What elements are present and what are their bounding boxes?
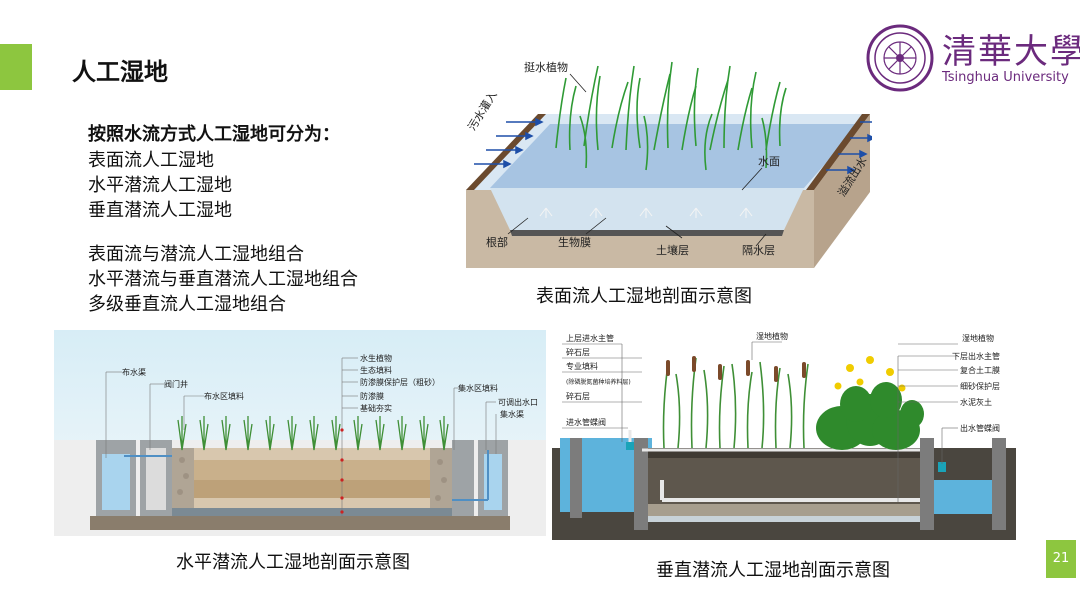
label-inflow: 污水灌入 xyxy=(466,89,500,133)
list-item: 表面流与潜流人工湿地组合 xyxy=(88,244,304,265)
label-wetland-plants-center: 湿地植物 xyxy=(756,331,788,341)
label-special-fill: 专业填料 xyxy=(566,361,598,371)
label-root: 根部 xyxy=(486,235,508,249)
list-item: 多级垂直流人工湿地组合 xyxy=(88,294,286,315)
label-composite-geomembrane: 复合土工膜 xyxy=(960,365,1000,375)
label-adjustable-outlet: 可调出水口 xyxy=(498,397,538,407)
label-valve-well: 阀门井 xyxy=(164,379,188,389)
label-fine-sand-layer: 细砂保护层 xyxy=(960,381,1000,391)
label-compacted-base: 基础夯实 xyxy=(360,403,392,413)
vertical-subsurface-diagram: 上层进水主管 碎石层 专业填料 (除磷脱氮菌种培养料层) 碎石层 进水管蝶阀 湿… xyxy=(552,330,1016,540)
label-liner: 隔水层 xyxy=(742,244,775,257)
label-gravel-layer-bottom: 碎石层 xyxy=(566,391,590,401)
title-accent-bar xyxy=(0,44,32,90)
lead-text: 按照水流方式人工湿地可分为： xyxy=(88,124,340,145)
label-cement-lime-soil: 水泥灰土 xyxy=(960,397,992,407)
list-item: 垂直潜流人工湿地 xyxy=(88,200,232,221)
tsinghua-seal-icon xyxy=(866,24,934,92)
list-item: 水平潜流人工湿地 xyxy=(88,175,232,196)
label-collection-fill: 集水区填料 xyxy=(458,383,498,393)
logo-name-en: Tsinghua University xyxy=(942,70,1069,85)
tsinghua-logo: 清華大學 Tsinghua University xyxy=(866,24,1080,96)
label-soil-layer: 土壤层 xyxy=(656,243,689,257)
label-distribution-fill: 布水区填料 xyxy=(204,391,244,401)
label-biofilm: 生物膜 xyxy=(558,235,591,249)
slide-title: 人工湿地 xyxy=(72,58,168,86)
logo-name-cn: 清華大學 xyxy=(942,32,1080,72)
label-wetland-plants-right: 湿地植物 xyxy=(962,333,994,343)
caption-vertical-flow: 垂直潜流人工湿地剖面示意图 xyxy=(656,560,890,581)
label-top-inlet-main: 上层进水主管 xyxy=(566,333,614,343)
label-inlet-butterfly-valve: 进水管蝶阀 xyxy=(566,417,606,427)
label-special-fill-note: (除磷脱氮菌种培养料层) xyxy=(566,378,631,386)
label-emergent-plants: 挺水植物 xyxy=(524,60,568,74)
horizontal-subsurface-diagram: 布水渠 阀门井 布水区填料 水生植物 生态填料 防渗膜保护层（粗砂） 防渗膜 基… xyxy=(54,330,546,536)
caption-surface-flow: 表面流人工湿地剖面示意图 xyxy=(536,286,752,307)
surface-flow-diagram: 挺水植物 污水灌入 溢流出水 水面 根部 生物膜 土壤层 隔水层 xyxy=(466,38,872,270)
label-collection-channel: 集水渠 xyxy=(500,409,524,419)
wetland-types-list: 表面流人工湿地 水平潜流人工湿地 垂直潜流人工湿地 xyxy=(88,148,232,223)
list-item: 水平潜流与垂直潜流人工湿地组合 xyxy=(88,269,358,290)
label-gravel-layer-top: 碎石层 xyxy=(566,347,590,357)
caption-horizontal-flow: 水平潜流人工湿地剖面示意图 xyxy=(176,552,410,573)
label-inlet-channel: 布水渠 xyxy=(122,367,146,377)
label-aquatic-plants: 水生植物 xyxy=(360,353,392,363)
label-eco-fill: 生态填料 xyxy=(360,365,392,375)
label-outlet-butterfly-valve: 出水管蝶阀 xyxy=(960,423,1000,433)
wetland-combinations-list: 表面流与潜流人工湿地组合 水平潜流与垂直潜流人工湿地组合 多级垂直流人工湿地组合 xyxy=(88,242,358,317)
label-lower-outlet-main: 下层出水主管 xyxy=(952,351,1000,361)
label-liner-protection: 防渗膜保护层（粗砂） xyxy=(360,377,440,387)
label-liner: 防渗膜 xyxy=(360,391,384,401)
list-item: 表面流人工湿地 xyxy=(88,150,214,171)
page-number: 21 xyxy=(1046,540,1076,578)
label-water-surface: 水面 xyxy=(758,155,780,168)
